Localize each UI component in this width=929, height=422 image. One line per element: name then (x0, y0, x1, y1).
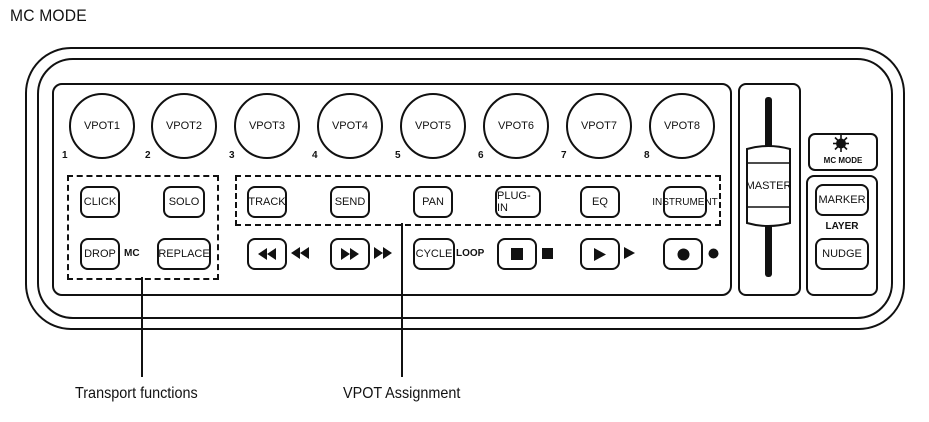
rewind-indicator-icon (291, 247, 309, 259)
vpot-7-knob[interactable]: VPOT7 (566, 93, 632, 159)
vpot-1-knob[interactable]: VPOT1 (69, 93, 135, 159)
fast-forward-icon (341, 248, 359, 260)
play-icon (594, 247, 606, 261)
device-outer-frame (25, 47, 905, 330)
play-indicator-icon (624, 247, 635, 259)
transport-functions-caption: Transport functions (75, 385, 198, 402)
drop-label: DROP (84, 248, 116, 260)
record-button[interactable] (663, 238, 703, 270)
vpot-assignment-caption: VPOT Assignment (343, 385, 461, 402)
marker-nudge-panel (806, 175, 878, 296)
transport-functions-group (67, 175, 219, 280)
nudge-button[interactable]: NUDGE (815, 238, 869, 270)
vpot-label: VPOT8 (663, 120, 701, 132)
plug-in-button[interactable]: PLUG-IN (495, 186, 541, 218)
vpot-8-knob[interactable]: VPOT8 (649, 93, 715, 159)
send-label: SEND (334, 196, 366, 208)
vpot-number: 8 (644, 150, 650, 161)
transport-leader-line (141, 277, 143, 377)
solo-button[interactable]: SOLO (163, 186, 205, 218)
rewind-button[interactable] (247, 238, 287, 270)
led-star-icon (833, 135, 849, 152)
main-control-panel (52, 83, 732, 296)
vpot-3-knob[interactable]: VPOT3 (234, 93, 300, 159)
vpot-6-knob[interactable]: VPOT6 (483, 93, 549, 159)
vpot-number: 5 (395, 150, 401, 161)
master-label: MASTER (745, 180, 792, 192)
page-title: MC MODE (10, 6, 87, 25)
vpot-4-knob[interactable]: VPOT4 (317, 93, 383, 159)
track-label: TRACK (248, 196, 286, 208)
solo-label: SOLO (168, 196, 200, 208)
record-icon (677, 248, 689, 260)
cycle-label: CYCLE (415, 248, 453, 260)
marker-button[interactable]: MARKER (815, 184, 869, 216)
cycle-button[interactable]: CYCLE (413, 238, 455, 270)
fast-forward-indicator-icon (374, 247, 392, 259)
vpot-number: 1 (62, 150, 68, 161)
device-inner-frame (37, 58, 893, 319)
marker-label: MARKER (818, 194, 866, 206)
stop-indicator-icon (542, 248, 553, 259)
pan-label: PAN (422, 196, 444, 208)
vpot-label: VPOT4 (331, 120, 369, 132)
instrument-label: INSTRUMENT (652, 196, 718, 208)
vpot-label: VPOT3 (248, 120, 286, 132)
loop-label: LOOP (456, 248, 485, 259)
vpot-label: VPOT6 (497, 120, 535, 132)
replace-button[interactable]: REPLACE (157, 238, 211, 270)
drop-button[interactable]: DROP (80, 238, 120, 270)
instrument-button[interactable]: INSTRUMENT (652, 186, 718, 218)
vpot-label: VPOT5 (414, 120, 452, 132)
vpot-number: 6 (478, 150, 484, 161)
mc-mode-label: MC MODE (823, 156, 863, 165)
vpot-label: VPOT2 (165, 120, 203, 132)
play-button[interactable] (580, 238, 620, 270)
track-button[interactable]: TRACK (247, 186, 287, 218)
stop-button[interactable] (497, 238, 537, 270)
master-panel (738, 83, 801, 296)
eq-button[interactable]: EQ (580, 186, 620, 218)
pan-button[interactable]: PAN (413, 186, 453, 218)
record-indicator-icon (708, 248, 719, 259)
vpot-number: 4 (312, 150, 318, 161)
vpot-2-knob[interactable]: VPOT2 (151, 93, 217, 159)
vpot-number: 7 (561, 150, 567, 161)
master-fader-cap[interactable] (744, 145, 793, 227)
mc-mode-button[interactable] (808, 133, 878, 171)
stop-icon (511, 248, 523, 260)
vpot-assignment-group (235, 175, 721, 226)
vpot-assignment-leader-line (401, 223, 403, 377)
send-button[interactable]: SEND (330, 186, 370, 218)
vpot-label: VPOT7 (580, 120, 618, 132)
vpot-number: 3 (229, 150, 235, 161)
mc-label: MC (124, 248, 140, 259)
layer-label: LAYER (825, 221, 859, 232)
nudge-label: NUDGE (822, 248, 862, 260)
replace-label: REPLACE (158, 248, 210, 260)
vpot-5-knob[interactable]: VPOT5 (400, 93, 466, 159)
vpot-label: VPOT1 (83, 120, 121, 132)
rewind-icon (258, 248, 276, 260)
eq-label: EQ (592, 196, 608, 208)
click-button[interactable]: CLICK (80, 186, 120, 218)
vpot-number: 2 (145, 150, 151, 161)
plug-in-label: PLUG-IN (497, 190, 531, 214)
click-label: CLICK (83, 196, 117, 208)
fast-forward-button[interactable] (330, 238, 370, 270)
